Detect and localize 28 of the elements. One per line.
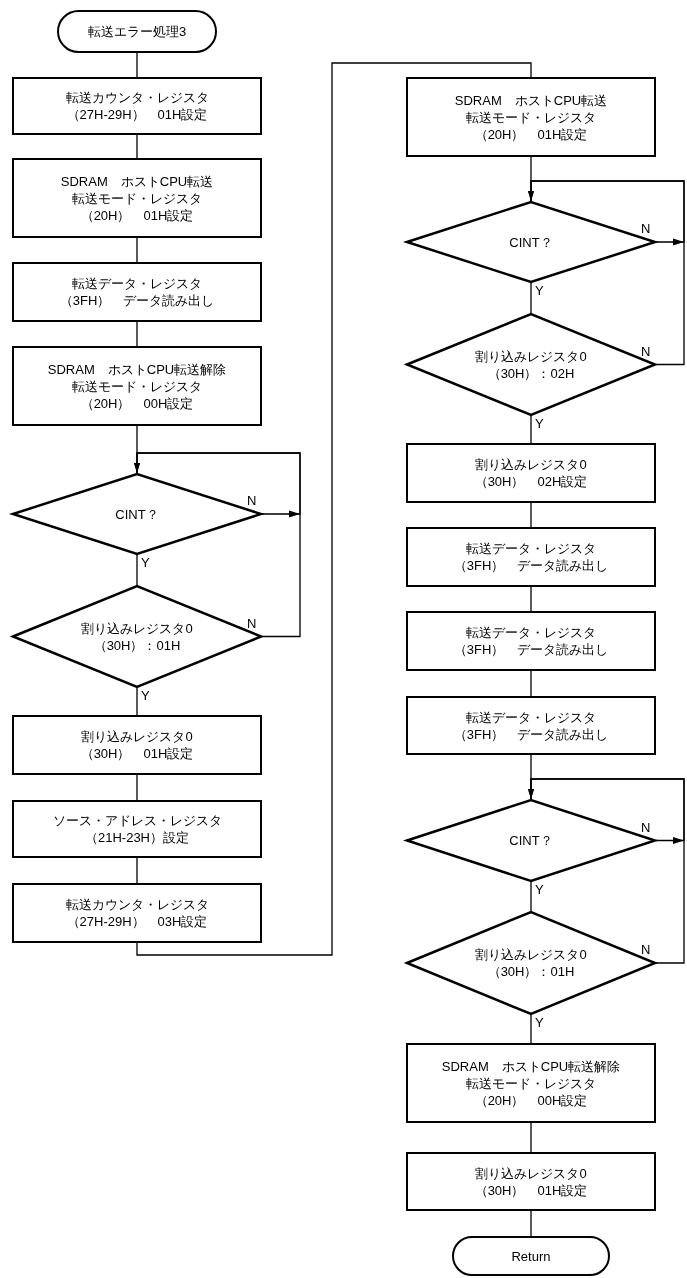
process-box: 割り込みレジスタ0 （30H） 01H設定 (406, 1152, 656, 1211)
edge-label: N (640, 344, 652, 359)
process-box: 転送データ・レジスタ （3FH） データ読み出し (406, 527, 656, 587)
edge-label: N (640, 820, 652, 835)
edge-label: Y (140, 556, 151, 570)
edge-label: Y (140, 689, 151, 703)
process-box: 転送カウンタ・レジスタ （27H-29H） 01H設定 (12, 77, 262, 135)
process-box: 割り込みレジスタ0 （30H） 01H設定 (12, 715, 262, 775)
process-box: SDRAM ホストCPU転送解除 転送モード・レジスタ （20H） 00H設定 (12, 346, 262, 426)
terminal-box: 転送エラー処理3 (57, 10, 217, 53)
edge-label: N (640, 943, 652, 957)
process-box: ソース・アドレス・レジスタ （21H-23H）設定 (12, 800, 262, 858)
edge-label: Y (534, 417, 545, 431)
terminal-box: Return (452, 1236, 610, 1276)
edge-label: N (640, 222, 652, 236)
process-box: 転送データ・レジスタ （3FH） データ読み出し (12, 262, 262, 322)
process-box: 転送データ・レジスタ （3FH） データ読み出し (406, 696, 656, 755)
process-box: 転送データ・レジスタ （3FH） データ読み出し (406, 611, 656, 671)
edge-label: Y (534, 883, 545, 897)
process-box: SDRAM ホストCPU転送 転送モード・レジスタ （20H） 01H設定 (12, 158, 262, 238)
edge-label: Y (534, 284, 545, 298)
process-box: 転送カウンタ・レジスタ （27H-29H） 03H設定 (12, 883, 262, 943)
process-box: 割り込みレジスタ0 （30H） 02H設定 (406, 443, 656, 503)
process-box: SDRAM ホストCPU転送 転送モード・レジスタ （20H） 01H設定 (406, 77, 656, 157)
process-box: SDRAM ホストCPU転送解除 転送モード・レジスタ （20H） 00H設定 (406, 1043, 656, 1123)
edge-label: Y (534, 1016, 545, 1030)
edge-label: N (246, 494, 258, 508)
edge-label: N (246, 616, 258, 631)
